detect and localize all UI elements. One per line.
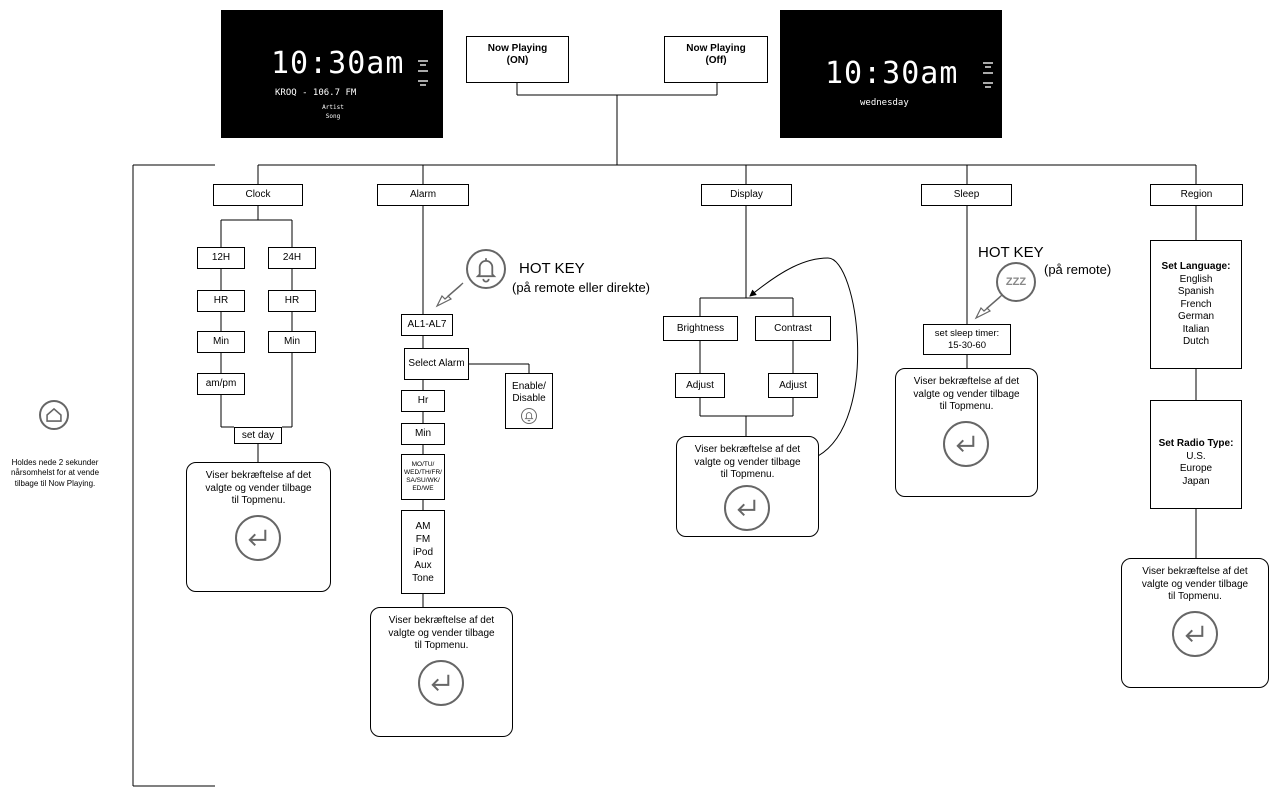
language-item: Dutch [1182, 336, 1210, 347]
enter-return-icon[interactable] [724, 485, 770, 531]
screen-station: KROQ - 106.7 FM [275, 88, 357, 98]
language-title: Set Language: [1161, 261, 1231, 272]
display-confirm-box: Viser bekræftelse af det valgte og vende… [676, 436, 819, 537]
alarm-days[interactable]: MO/TU/ WED/TH/FR/ SA/SU/WK/ ED/WE [401, 454, 445, 500]
clock-confirm-box: Viser bekræftelse af det valgte og vende… [186, 462, 331, 592]
now-playing-on-screen: 10:30am KROQ - 106.7 FM Artist Song [221, 10, 443, 138]
screen-time: 10:30am [825, 56, 959, 91]
radio-title: Set Radio Type: [1158, 438, 1234, 449]
confirm-text: Viser bekræftelse af det valgte og vende… [205, 470, 312, 506]
clock-min-24[interactable]: Min [268, 331, 316, 353]
radio-item: Europe [1179, 463, 1213, 474]
language-item: English [1179, 273, 1213, 285]
confirm-text: Viser bekræftelse af det valgte og vende… [913, 376, 1020, 412]
menu-display[interactable]: Display [701, 184, 792, 206]
language-item: French [1180, 298, 1212, 310]
alarm-confirm-box: Viser bekræftelse af det valgte og vende… [370, 607, 513, 737]
now-playing-off-box[interactable]: Now Playing (Off) [664, 36, 768, 83]
radio-list: Set Radio Type: U.S. Europe Japan [1153, 438, 1239, 488]
alarm-hotkey-label: HOT KEY [519, 260, 585, 277]
enter-return-icon[interactable] [943, 421, 989, 467]
alarm-enable-disable[interactable]: Enable/ Disable [505, 373, 553, 429]
region-radio-box[interactable]: Set Radio Type: U.S. Europe Japan [1150, 400, 1242, 509]
sleep-zzz-icon[interactable]: ZZZ [996, 262, 1036, 302]
language-list: Set Language: English Spanish French Ger… [1153, 261, 1239, 349]
screen-time: 10:30am [271, 46, 405, 81]
clock-12h[interactable]: 12H [197, 247, 245, 269]
menu-clock[interactable]: Clock [213, 184, 303, 206]
sleep-timer[interactable]: set sleep timer: 15-30-60 [923, 324, 1011, 355]
sleep-hotkey-sub: (på remote) [1044, 262, 1112, 277]
enter-return-icon[interactable] [1172, 611, 1218, 657]
home-icon[interactable] [39, 400, 69, 430]
sleep-confirm-box: Viser bekræftelse af det valgte og vende… [895, 368, 1038, 497]
radio-item: Japan [1182, 475, 1210, 487]
region-confirm-box: Viser bekræftelse af det valgte og vende… [1121, 558, 1269, 688]
display-adjust-contrast[interactable]: Adjust [768, 373, 818, 398]
language-item: Spanish [1177, 286, 1215, 297]
alarm-al1-al7[interactable]: AL1-AL7 [401, 314, 453, 336]
alarm-sources[interactable]: AM FM iPod Aux Tone [401, 510, 445, 594]
screen-artist: Artist [322, 104, 344, 111]
clock-24h[interactable]: 24H [268, 247, 316, 269]
alarm-bell-icon[interactable] [466, 249, 506, 289]
language-item: German [1177, 311, 1215, 322]
radio-item: U.S. [1186, 450, 1206, 462]
screen-day: wednesday [860, 98, 909, 108]
clock-hr-24[interactable]: HR [268, 290, 316, 312]
clock-min-12[interactable]: Min [197, 331, 245, 353]
display-contrast[interactable]: Contrast [755, 316, 831, 341]
now-playing-off-screen: 10:30am wednesday [780, 10, 1002, 138]
alarm-min[interactable]: Min [401, 423, 445, 445]
enter-return-icon[interactable] [418, 660, 464, 706]
sleep-hotkey-label: HOT KEY [978, 244, 1044, 261]
confirm-text: Viser bekræftelse af det valgte og vende… [694, 444, 801, 480]
alarm-hr[interactable]: Hr [401, 390, 445, 412]
enable-disable-label: Enable/ Disable [512, 381, 546, 404]
region-language-box[interactable]: Set Language: English Spanish French Ger… [1150, 240, 1242, 369]
menu-alarm[interactable]: Alarm [377, 184, 469, 206]
menu-region[interactable]: Region [1150, 184, 1243, 206]
screen-status-icon [418, 60, 428, 86]
now-playing-on-box[interactable]: Now Playing (ON) [466, 36, 569, 83]
clock-ampm[interactable]: am/pm [197, 373, 245, 395]
confirm-text: Viser bekræftelse af det valgte og vende… [1141, 566, 1249, 602]
clock-hr-12[interactable]: HR [197, 290, 245, 312]
enter-return-icon[interactable] [235, 515, 281, 561]
menu-sleep[interactable]: Sleep [921, 184, 1012, 206]
screen-status-icon [983, 62, 993, 88]
alarm-bell-small-icon[interactable] [521, 408, 537, 424]
clock-set-day[interactable]: set day [234, 427, 282, 444]
zzz-label: ZZZ [1005, 276, 1027, 288]
confirm-text: Viser bekræftelse af det valgte og vende… [388, 615, 495, 651]
home-note: Holdes nede 2 sekunder nårsomhelst for a… [10, 458, 100, 488]
screen-song: Song [325, 113, 341, 120]
display-adjust-brightness[interactable]: Adjust [675, 373, 725, 398]
language-item: Italian [1182, 323, 1210, 335]
alarm-hotkey-sub: (på remote eller direkte) [512, 280, 650, 295]
alarm-select[interactable]: Select Alarm [404, 348, 469, 380]
display-brightness[interactable]: Brightness [663, 316, 738, 341]
